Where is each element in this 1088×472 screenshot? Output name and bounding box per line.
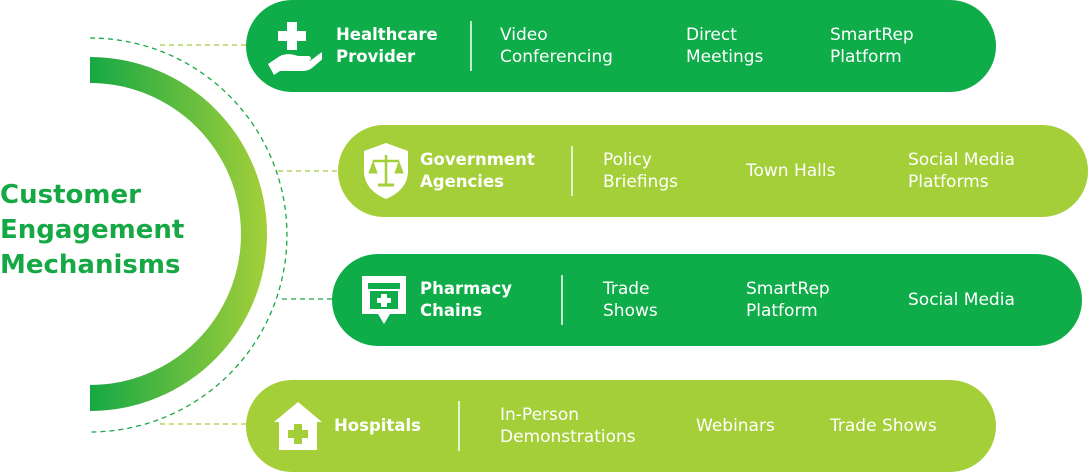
item-line: Briefings xyxy=(603,172,678,192)
title-line: Customer xyxy=(0,180,141,210)
row-healthcare-provider: Healthcare Provider Video Conferencing D… xyxy=(246,0,996,92)
item-line: Shows xyxy=(603,301,658,321)
category-line: Healthcare xyxy=(336,25,438,44)
separator xyxy=(470,21,472,71)
category-line: Agencies xyxy=(420,172,504,191)
mechanism-item: Social Media xyxy=(908,254,1015,346)
category-line: Hospitals xyxy=(334,416,421,435)
mechanism-item: Video Conferencing xyxy=(500,0,613,92)
item-line: In-Person xyxy=(500,405,580,425)
item-line: Webinars xyxy=(696,416,775,436)
category-line: Chains xyxy=(420,301,483,320)
mechanism-item: Direct Meetings xyxy=(686,0,763,92)
category-line: Government xyxy=(420,150,535,169)
store-location-pin-icon xyxy=(362,276,406,324)
item-line: Demonstrations xyxy=(500,427,636,447)
shield-scales-icon xyxy=(364,143,408,199)
separator xyxy=(458,401,460,451)
category-label: Hospitals xyxy=(334,380,421,472)
hand-medical-cross-icon xyxy=(268,22,322,75)
item-line: Platforms xyxy=(908,172,989,192)
mechanism-item: In-Person Demonstrations xyxy=(500,380,636,472)
separator xyxy=(561,275,563,325)
row-hospitals: Hospitals In-Person Demonstrations Webin… xyxy=(246,380,996,472)
mechanism-item: Webinars xyxy=(696,380,775,472)
title-line: Mechanisms xyxy=(0,250,181,280)
category-line: Pharmacy xyxy=(420,279,512,298)
category-label: Government Agencies xyxy=(420,125,535,217)
item-line: SmartRep xyxy=(746,279,830,299)
mechanism-item: SmartRep Platform xyxy=(746,254,830,346)
mechanism-item: Trade Shows xyxy=(603,254,658,346)
category-label: Healthcare Provider xyxy=(336,0,438,92)
category-label: Pharmacy Chains xyxy=(420,254,512,346)
mechanism-item: Trade Shows xyxy=(830,380,937,472)
title-line: Engagement xyxy=(0,215,185,245)
category-line: Provider xyxy=(336,47,416,66)
separator xyxy=(571,146,573,196)
item-line: Policy xyxy=(603,150,652,170)
row-government-agencies: Government Agencies Policy Briefings Tow… xyxy=(338,125,1088,217)
item-line: Trade Shows xyxy=(830,416,937,436)
diagram-title: Customer Engagement Mechanisms xyxy=(0,178,240,283)
mechanism-item: SmartRep Platform xyxy=(830,0,914,92)
hospital-house-icon xyxy=(274,402,322,450)
item-line: Town Halls xyxy=(746,161,836,181)
item-line: Direct xyxy=(686,25,737,45)
dashed-arc xyxy=(89,37,288,433)
gradient-arc xyxy=(90,57,267,411)
item-line: Social Media xyxy=(908,290,1015,310)
item-line: Conferencing xyxy=(500,47,613,67)
mechanism-item: Town Halls xyxy=(746,125,835,217)
item-line: Social Media xyxy=(908,150,1015,170)
item-line: SmartRep xyxy=(830,25,914,45)
item-line: Meetings xyxy=(686,47,764,67)
mechanism-item: Social Media Platforms xyxy=(908,125,1015,217)
item-line: Video xyxy=(500,25,548,45)
item-line: Trade xyxy=(603,279,650,299)
item-line: Platform xyxy=(830,47,902,67)
item-line: Platform xyxy=(746,301,818,321)
row-pharmacy-chains: Pharmacy Chains Trade Shows SmartRep Pla… xyxy=(332,254,1082,346)
mechanism-item: Policy Briefings xyxy=(603,125,678,217)
